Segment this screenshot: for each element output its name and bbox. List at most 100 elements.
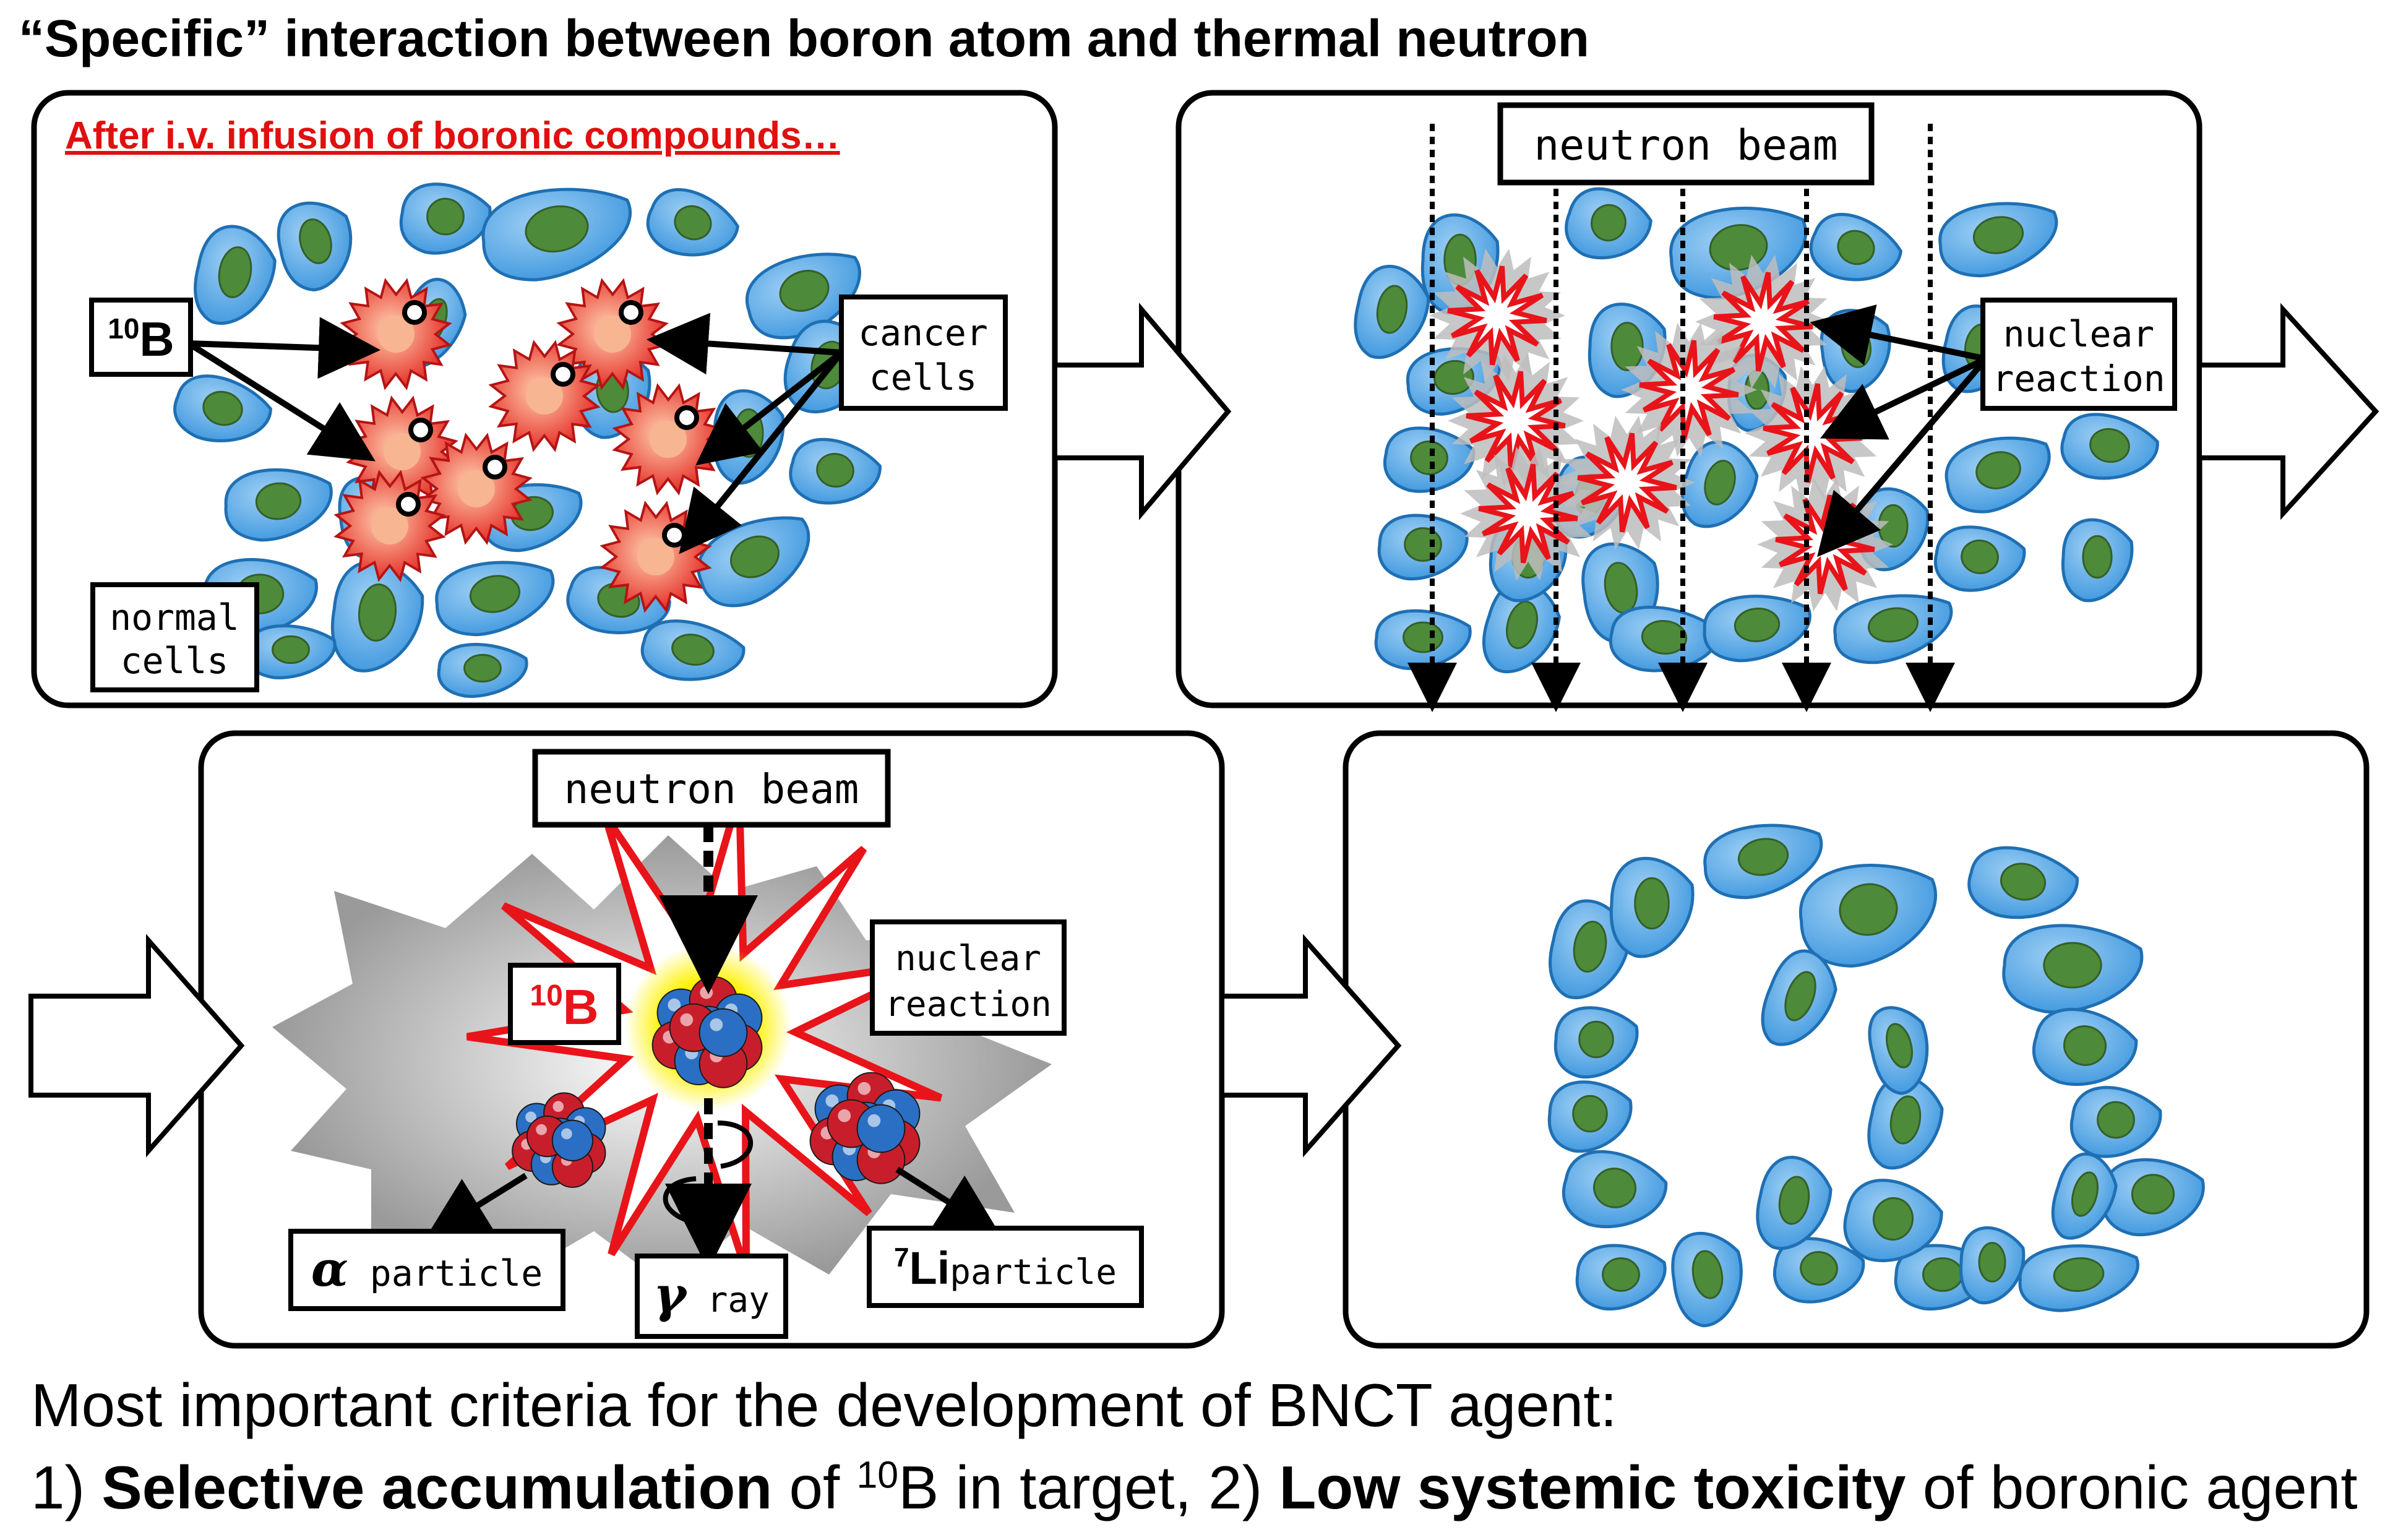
criteria-of: of bbox=[772, 1453, 857, 1521]
normal-cell bbox=[1549, 899, 1631, 999]
lithium-particle-arrow bbox=[895, 1166, 1000, 1235]
normal-cell bbox=[2018, 1244, 2139, 1312]
lithium-particle-text: particle bbox=[950, 1252, 1117, 1293]
nuclear-reaction-line-1: nuclear bbox=[2003, 313, 2154, 355]
cancer-cells-line-2: cells bbox=[869, 356, 978, 398]
gamma-symbol: γ bbox=[653, 1265, 688, 1323]
normal-cell bbox=[1553, 1006, 1639, 1079]
cancer-cell-group bbox=[333, 278, 724, 613]
normal-cell bbox=[1609, 856, 1695, 958]
svg-text:10B: 10B bbox=[530, 979, 598, 1035]
normal-cell bbox=[1959, 1226, 2026, 1305]
lithium-particle-label-box: 7Liparticle bbox=[867, 1226, 1144, 1308]
neutron-beam-label: neutron beam bbox=[1534, 121, 1837, 170]
normal-cell bbox=[1703, 824, 1823, 900]
neutron-beam-label-box: neutron beam bbox=[1497, 102, 1875, 186]
normal-cell bbox=[1575, 1244, 1667, 1311]
normal-cell bbox=[1938, 202, 2058, 278]
cancer-cell bbox=[420, 432, 533, 545]
lithium-superscript: 7 bbox=[894, 1242, 909, 1273]
normal-cell bbox=[640, 619, 746, 681]
neutron-beam-lines bbox=[1407, 124, 1955, 712]
normal-cell bbox=[1809, 213, 1902, 282]
label-cancer-cells-box: cancer cells bbox=[839, 295, 1008, 411]
label-boron-10-box: 10B bbox=[89, 298, 193, 377]
normal-cell bbox=[1967, 846, 2079, 919]
svg-text:7Liparticle: 7Liparticle bbox=[894, 1242, 1117, 1294]
criteria-low-systemic-toxicity: Low systemic toxicity bbox=[1279, 1453, 1906, 1521]
normal-cell bbox=[1562, 1150, 1668, 1228]
alpha-particle-text: particle bbox=[370, 1252, 543, 1294]
svg-text:α particle: α particle bbox=[311, 1241, 543, 1297]
flow-arrow-1 bbox=[1052, 303, 1232, 520]
criteria-list: 1) Selective accumulation of 10B in targ… bbox=[31, 1453, 2358, 1523]
normal-cell-group bbox=[1547, 824, 2205, 1328]
cancer-cell bbox=[488, 340, 601, 452]
normal-cell bbox=[789, 437, 882, 505]
normal-cell bbox=[1756, 1156, 1833, 1250]
label-normal-cells-box: normal cells bbox=[90, 582, 259, 692]
normal-cell bbox=[2051, 1152, 2118, 1240]
normal-cell bbox=[2061, 518, 2134, 603]
svg-text:10B: 10B bbox=[108, 312, 174, 366]
normal-cell bbox=[1945, 436, 2051, 514]
normal-cell bbox=[1868, 1006, 1929, 1095]
alpha-symbol: α bbox=[311, 1241, 348, 1297]
panel-3-reaction-label-box: nuclear reaction bbox=[870, 919, 1067, 1036]
criteria-selective-accumulation: Selective accumulation bbox=[101, 1453, 773, 1521]
normal-cell bbox=[2032, 1007, 2138, 1086]
normal-cell bbox=[1671, 1231, 1743, 1328]
alpha-particle-nucleus-icon bbox=[512, 1092, 606, 1188]
normal-cell bbox=[2060, 413, 2159, 480]
boron-10-superscript: 10 bbox=[108, 312, 139, 345]
normal-cell bbox=[224, 468, 333, 542]
normal-cell bbox=[1565, 187, 1652, 260]
boron-10-symbol: B bbox=[139, 312, 174, 366]
criteria-isotope-superscript: 10 bbox=[856, 1453, 899, 1496]
normal-cell bbox=[173, 374, 272, 442]
lithium-nucleus-icon bbox=[809, 1072, 921, 1184]
flow-arrow-4 bbox=[1219, 934, 1402, 1158]
gamma-spiral-lower bbox=[663, 1176, 697, 1224]
normal-cell bbox=[194, 225, 277, 325]
boron-nucleus-icon bbox=[651, 976, 763, 1088]
normal-cell bbox=[1547, 1080, 1633, 1153]
normal-cells-line-2: cells bbox=[121, 640, 229, 682]
alpha-particle-arrow bbox=[426, 1172, 528, 1238]
flow-arrow-3 bbox=[28, 934, 245, 1158]
gamma-spiral-upper bbox=[717, 1121, 754, 1169]
normal-cells-line-1: normal bbox=[110, 596, 239, 639]
panel-2-pointer-arrows bbox=[1810, 304, 1988, 557]
criteria-middle: B in target, 2) bbox=[898, 1453, 1279, 1521]
cancer-cell bbox=[333, 470, 446, 582]
lithium-symbol: Li bbox=[909, 1242, 950, 1294]
normal-cell bbox=[2069, 1086, 2162, 1158]
normal-cell bbox=[1761, 949, 1837, 1046]
reaction-burst bbox=[1429, 248, 1565, 383]
criteria-heading: Most important criteria for the developm… bbox=[31, 1371, 1617, 1439]
normal-cell bbox=[245, 624, 337, 679]
cancer-cells-line-1: cancer bbox=[858, 312, 988, 354]
nuclear-reaction-line-2: reaction bbox=[1992, 358, 2165, 400]
normal-cell bbox=[1843, 1179, 1943, 1262]
panel-3-boron-symbol: B bbox=[563, 979, 599, 1035]
panel-3-boron-label-box: 10B bbox=[508, 963, 621, 1045]
reaction-burst bbox=[1621, 322, 1757, 457]
normal-cell bbox=[1354, 265, 1430, 359]
reaction-burst bbox=[1460, 446, 1596, 581]
normal-cell bbox=[1703, 595, 1811, 663]
flow-arrow-2 bbox=[2197, 303, 2379, 520]
normal-cell bbox=[646, 188, 739, 257]
normal-cell bbox=[1680, 440, 1759, 528]
normal-cell bbox=[435, 561, 555, 637]
criteria-suffix: of boronic agent bbox=[1906, 1453, 2358, 1521]
reaction-burst bbox=[1559, 415, 1695, 550]
normal-cell bbox=[1773, 1237, 1865, 1304]
alpha-particle-label-box: α particle bbox=[288, 1229, 565, 1311]
normal-cell bbox=[481, 187, 632, 282]
svg-text:γ ray: γ ray bbox=[653, 1265, 770, 1323]
panel-3-beam-label-box: neutron beam bbox=[532, 749, 891, 828]
normal-cell bbox=[1933, 525, 2026, 592]
normal-cell bbox=[1833, 594, 1953, 665]
panel-1-caption: After i.v. infusion of boronic compounds… bbox=[65, 114, 840, 157]
